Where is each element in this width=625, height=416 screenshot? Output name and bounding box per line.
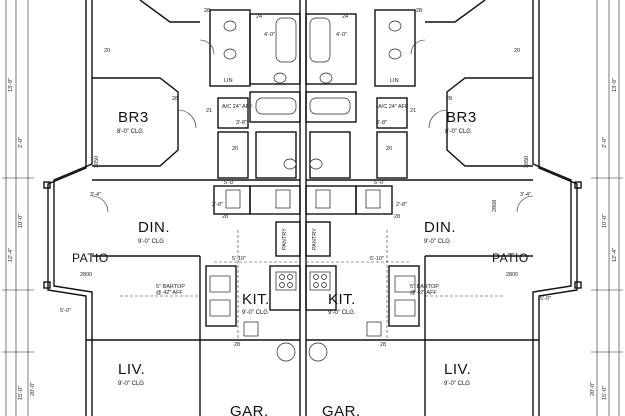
dim-20-r2: 20	[386, 146, 392, 152]
dim-3-4-l: 3'-4"	[90, 192, 101, 198]
dim-2868-l: 2868	[492, 200, 498, 212]
dim-15-0-l: 15'-0"	[18, 386, 24, 400]
dim-5-0-l2: 5'-0"	[60, 308, 71, 314]
dim-24-r: 24	[342, 14, 348, 20]
party-wall	[299, 0, 307, 416]
dim-28-l3: 28	[222, 214, 228, 220]
ceiling-din-left: 9'-0" CLG	[138, 239, 164, 245]
dim-3-8-r: 3'-8"	[376, 120, 387, 126]
dim-20-r1: 20	[514, 48, 520, 54]
dim-5-0-r2: 5'-0"	[540, 296, 551, 302]
pantry-right: PANTRY	[312, 228, 318, 250]
dim-28-r4: 28	[380, 342, 386, 348]
dim-12-4-l: 12'-4"	[8, 248, 14, 262]
ac-left: A/C 24" AFF	[222, 104, 253, 110]
room-liv-right: LIV.	[444, 361, 471, 378]
room-patio-right: PATIO	[492, 251, 529, 265]
room-din-left: DIN.	[138, 219, 170, 236]
room-kit-left: KIT.	[242, 291, 270, 308]
exterior-walls	[47, 0, 578, 416]
dim-20-0-l: 20'-0"	[30, 382, 36, 396]
dim-5-0-r: 5'-0"	[374, 180, 385, 186]
room-patio-left: PATIO	[72, 251, 109, 265]
dim-5-10-l: 5'-10"	[232, 256, 246, 262]
dim-5-10-r: 5'-10"	[370, 256, 384, 262]
dim-21-l: 21	[206, 108, 212, 114]
dim-24-l: 24	[256, 14, 262, 20]
dim-4-0-l: 4'-0"	[264, 32, 275, 38]
room-gar-left: GAR.	[230, 403, 269, 416]
bartop-left: 5" BARTOP	[156, 284, 185, 290]
ceiling-br3-right: 8'-0" CLG	[445, 129, 471, 135]
dim-28-l4: 28	[234, 342, 240, 348]
bath-fixtures	[223, 17, 402, 209]
dim-28-r2: 28	[446, 96, 452, 102]
dim-13-9-r: 13'-9"	[612, 78, 618, 92]
bartop-right-height: @ 42" AFF	[410, 290, 437, 296]
dim-10-0-l: 10'-0"	[18, 214, 24, 228]
dim-2-8-r: 2'-8"	[396, 202, 407, 208]
room-labels: BR3 8'-0" CLG BR3 8'-0" CLG DIN. 9'-0" C…	[72, 109, 529, 416]
dimension-labels: 28 28 24 24 20 20 28 28 21 21 20 20 3050…	[8, 8, 618, 400]
dim-3050-l: 3050	[94, 156, 100, 168]
dim-13-9-l: 13'-9"	[8, 78, 14, 92]
dim-2-0-l: 2'-0"	[18, 137, 24, 148]
dim-2-8-l: 2'-8"	[212, 202, 223, 208]
dim-12-4-r: 12'-4"	[612, 248, 618, 262]
dim-28-tl: 28	[204, 8, 210, 14]
dim-20-0-r: 20'-0"	[590, 382, 596, 396]
room-liv-left: LIV.	[118, 361, 145, 378]
bartop-right: 5" BARTOP	[410, 284, 439, 290]
dim-3050-r: 3050	[524, 156, 530, 168]
dim-3-4-r: 3'-4"	[520, 192, 531, 198]
interior-walls	[92, 0, 533, 341]
ac-right: A/C 24" AFF	[378, 104, 409, 110]
dim-3-8-l: 3'-8"	[236, 120, 247, 126]
room-kit-right: KIT.	[328, 291, 356, 308]
dim-5-0-l: 5'-0"	[224, 180, 235, 186]
ceiling-din-right: 9'-0" CLG	[424, 239, 450, 245]
dim-2800-l: 2800	[80, 272, 92, 278]
pantry-left: PANTRY	[282, 228, 288, 250]
dim-28-r3: 28	[394, 214, 400, 220]
dim-20-l2: 20	[232, 146, 238, 152]
lin-right: LIN	[390, 78, 399, 84]
dim-10-0-r: 10'-0"	[602, 214, 608, 228]
dim-21-r: 21	[410, 108, 416, 114]
room-br3-right: BR3	[446, 109, 477, 126]
dim-2800-r: 2800	[506, 272, 518, 278]
room-br3-left: BR3	[118, 109, 149, 126]
dim-28-tr: 28	[416, 8, 422, 14]
ceiling-kit-right: 9'-0" CLG	[328, 310, 354, 316]
door-swings	[91, 39, 534, 213]
ceiling-kit-left: 9'-0" CLG	[242, 310, 268, 316]
ceiling-liv-right: 9'-0" CLG	[444, 381, 470, 387]
dim-2-0-r: 2'-0"	[602, 137, 608, 148]
ceiling-liv-left: 9'-0" CLG	[118, 381, 144, 387]
room-gar-right: GAR.	[322, 403, 361, 416]
lin-left: LIN	[224, 78, 233, 84]
dim-28-l2: 28	[172, 96, 178, 102]
dim-20-l1: 20	[104, 48, 110, 54]
dim-15-0-r: 15'-0"	[602, 386, 608, 400]
dashed-lines	[120, 230, 505, 340]
room-din-right: DIN.	[424, 219, 456, 236]
window-posts	[43, 181, 582, 289]
ceiling-br3-left: 8'-0" CLG	[117, 129, 143, 135]
bartop-left-height: @ 42" AFF	[156, 290, 183, 296]
closet-labels: LIN LIN A/C 24" AFF A/C 24" AFF PANTRY P…	[156, 78, 439, 296]
kitchen-fixtures	[209, 271, 416, 362]
dim-4-0-r: 4'-0"	[336, 32, 347, 38]
